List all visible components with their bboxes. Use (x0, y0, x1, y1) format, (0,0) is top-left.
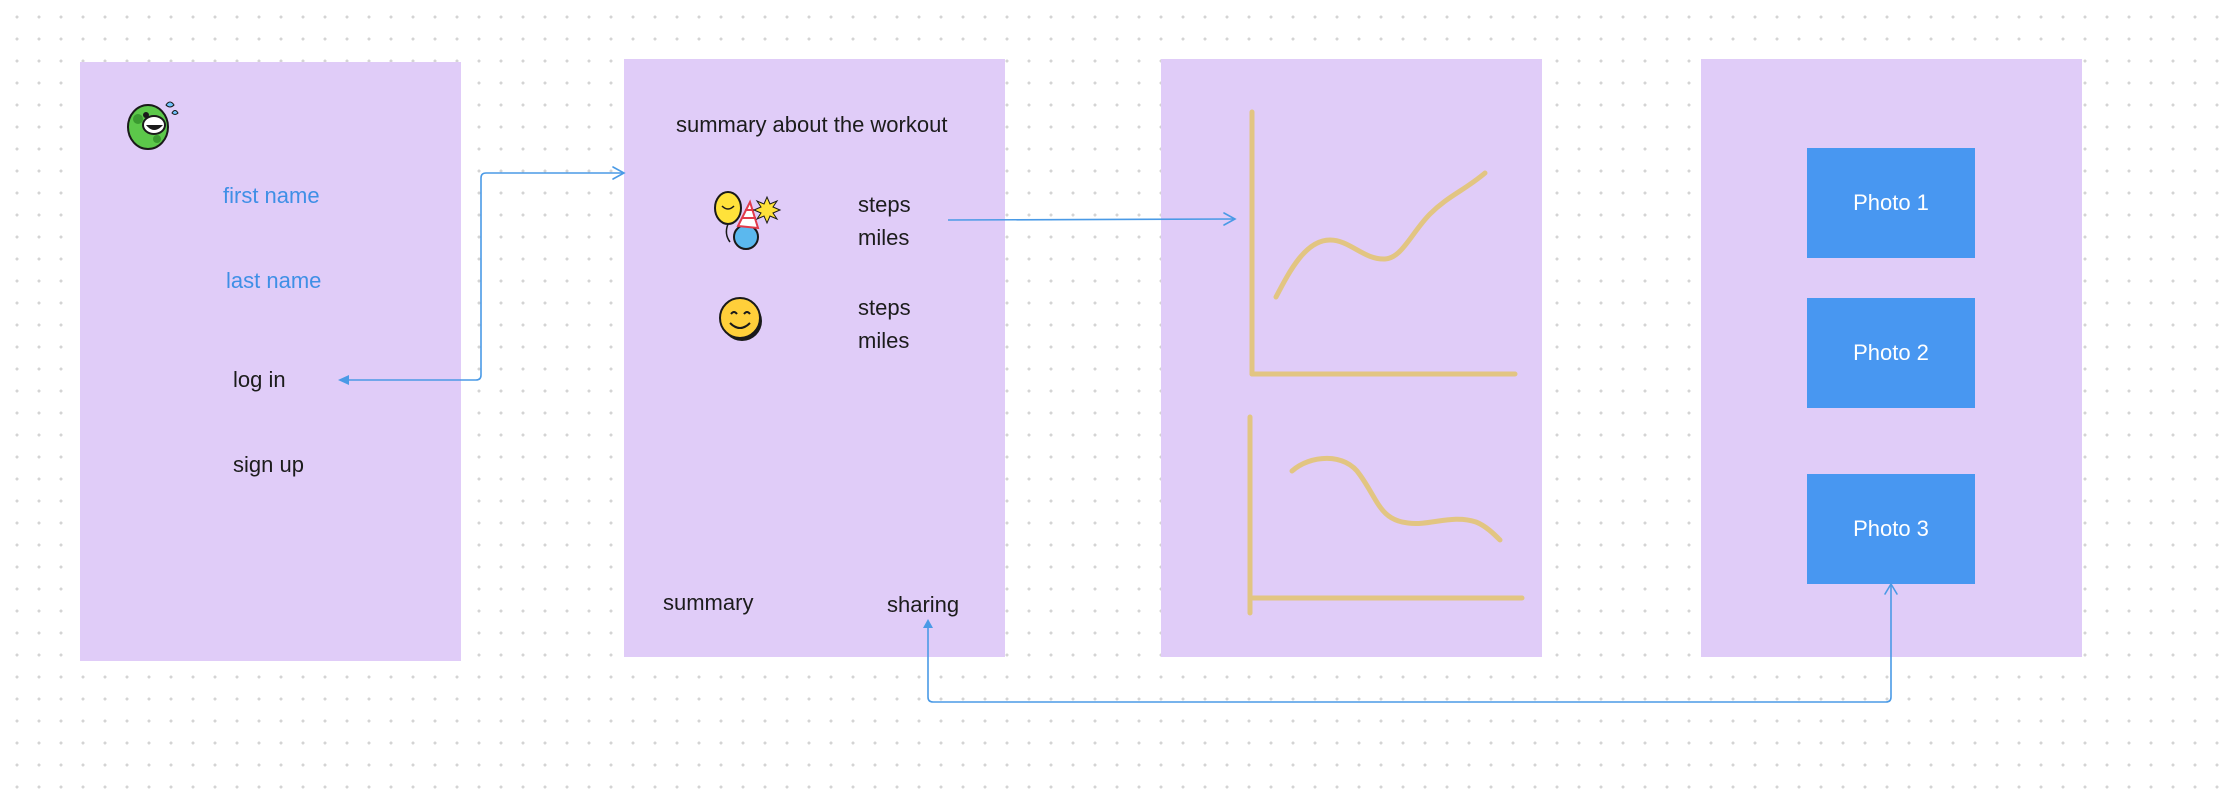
arrowhead-icon (612, 166, 626, 180)
summary-title: summary about the workout (676, 112, 948, 137)
charts-screen (1161, 59, 1542, 657)
sign-up-button[interactable]: sign up (233, 452, 304, 477)
steps-label: steps (858, 295, 911, 320)
summary-tab[interactable]: summary (663, 590, 754, 615)
log-in-button[interactable]: log in (233, 367, 286, 392)
sharing-tab[interactable]: sharing (887, 592, 960, 617)
miles-label: miles (858, 225, 910, 250)
miles-label: miles (858, 328, 910, 353)
first-name-field[interactable]: first name (223, 183, 320, 208)
photo-3-button[interactable]: Photo 3 (1807, 474, 1975, 584)
steps-label: steps (858, 192, 911, 217)
photo-2-button[interactable]: Photo 2 (1807, 298, 1975, 408)
login-screen (80, 62, 461, 661)
workout-summary-screen (624, 59, 1005, 657)
last-name-field[interactable]: last name (226, 268, 322, 293)
photo-1-button[interactable]: Photo 1 (1807, 148, 1975, 258)
